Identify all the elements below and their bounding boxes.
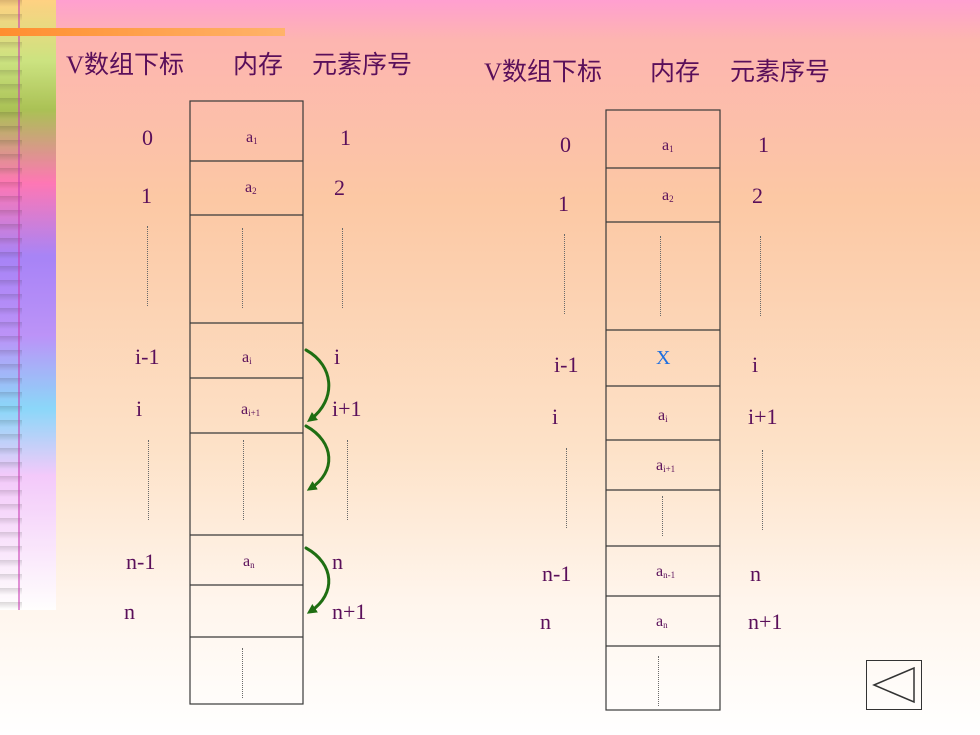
right-memory-ellipsis (658, 656, 659, 706)
shift-arrow-ai1 (304, 424, 331, 491)
left-cell-an: an (243, 553, 255, 570)
right-ordinal-label: i (752, 352, 759, 377)
left-cell-ai1: ai+1 (241, 401, 261, 418)
right-ordinal-label: 1 (758, 132, 769, 157)
right-cell-inserted-x: X (656, 347, 671, 369)
left-memory-outline (189, 100, 304, 705)
left-memory-column (189, 100, 304, 705)
left-ordinal-label: i+1 (332, 396, 362, 421)
left-index-label: n-1 (126, 549, 156, 574)
right-cell-a2: a2 (662, 187, 674, 204)
right-index-label: n-1 (542, 561, 572, 586)
decorative-side-strip (0, 0, 56, 610)
left-cell-a1: a1 (246, 129, 258, 146)
right-memory-column (605, 109, 721, 711)
previous-slide-button[interactable] (866, 660, 922, 710)
left-index-label: i (136, 396, 143, 421)
right-cell-an: an (656, 613, 668, 630)
right-index-label: 1 (558, 191, 569, 216)
right-index-label: i (552, 404, 559, 429)
right-index-label: 0 (560, 132, 571, 157)
right-header-index: V数组下标 (484, 59, 603, 86)
right-cell-a1: a1 (662, 137, 674, 154)
right-ordinal-ellipsis (760, 236, 761, 316)
left-index-label: 0 (142, 125, 153, 150)
left-memory-ellipsis (243, 440, 244, 520)
right-cell-ai: ai (658, 407, 668, 424)
right-header-ordinal: 元素序号 (730, 59, 831, 86)
left-ordinal-ellipsis (347, 440, 348, 520)
left-cell-ai: ai (242, 349, 252, 366)
left-ordinal-ellipsis (342, 228, 343, 308)
right-memory-outline (605, 109, 721, 711)
left-memory-ellipsis (242, 648, 243, 698)
shift-arrow-ai (304, 348, 331, 423)
right-ordinal-label: n+1 (748, 609, 783, 634)
left-header-memory: 内存 (233, 52, 284, 79)
right-cell-ai1: ai+1 (656, 457, 676, 474)
right-ordinal-label: i+1 (748, 404, 778, 429)
left-cell-a2: a2 (245, 179, 257, 196)
left-ordinal-label: n (332, 549, 343, 574)
right-index-ellipsis (564, 234, 565, 314)
left-index-label: n (124, 599, 135, 624)
left-ordinal-label: i (334, 344, 341, 369)
right-index-label: i-1 (554, 352, 579, 377)
shift-arrow-an (304, 546, 331, 614)
left-header-index: V数组下标 (66, 52, 185, 79)
left-index-label: 1 (141, 183, 152, 208)
left-ordinal-label: 1 (340, 125, 351, 150)
left-index-ellipsis (148, 440, 149, 520)
right-cell-an-1: an-1 (656, 563, 676, 580)
left-ordinal-label: n+1 (332, 599, 367, 624)
decorative-vertical-line (18, 0, 20, 610)
left-header-ordinal: 元素序号 (312, 52, 413, 79)
right-index-label: n (540, 609, 551, 634)
right-header-memory: 内存 (650, 59, 701, 86)
left-memory-ellipsis (242, 228, 243, 308)
right-index-ellipsis (566, 448, 567, 528)
right-ordinal-ellipsis (762, 450, 763, 530)
decorative-top-bar (0, 28, 285, 36)
right-ordinal-label: n (750, 561, 761, 586)
left-index-ellipsis (147, 226, 148, 306)
right-ordinal-label: 2 (752, 183, 763, 208)
triangle-left-icon (872, 666, 915, 704)
left-index-label: i-1 (135, 344, 160, 369)
left-ordinal-label: 2 (334, 175, 345, 200)
right-memory-ellipsis (660, 236, 661, 316)
right-memory-ellipsis (662, 496, 663, 536)
